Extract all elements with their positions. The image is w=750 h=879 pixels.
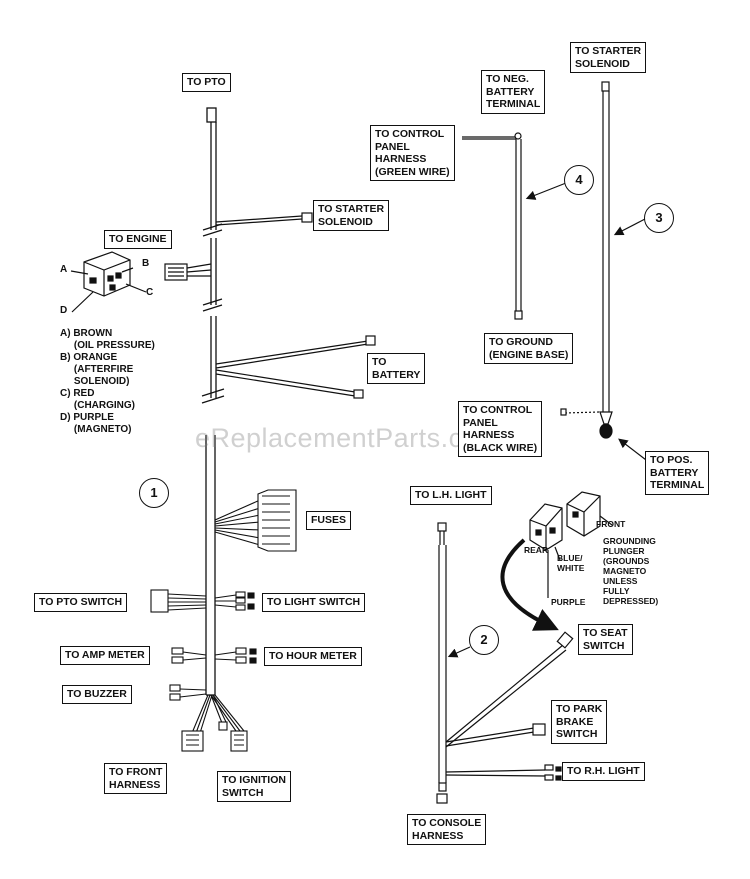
label-to-neg-battery: TO NEG. BATTERY TERMINAL: [481, 70, 546, 114]
pin-letter-a: A: [60, 264, 68, 275]
label-to-pto-switch: TO PTO SWITCH: [34, 593, 128, 612]
grounding-plunger-note: GROUNDING PLUNGER (GROUNDS MAGNETO UNLES…: [603, 536, 659, 606]
battery-cable: [560, 81, 651, 464]
label-fuses: FUSES: [306, 511, 352, 530]
label-blue-white: BLUE/ WHITE: [557, 553, 585, 573]
main-harness: [201, 107, 225, 696]
label-to-front-harness: TO FRONT HARNESS: [104, 763, 168, 794]
label-to-battery: TO BATTERY: [367, 353, 426, 384]
label-to-engine: TO ENGINE: [104, 230, 172, 249]
pin-letter-c: C: [146, 287, 154, 298]
label-to-park-brake: TO PARK BRAKE SWITCH: [551, 700, 608, 744]
label-to-starter-solenoid-cable: TO STARTER SOLENOID: [570, 42, 647, 73]
seat-switch-detail: [500, 491, 613, 631]
wire-color-key: A) BROWN (OIL PRESSURE) B) ORANGE (AFTER…: [60, 328, 155, 435]
label-to-console-harness: TO CONSOLE HARNESS: [407, 814, 487, 845]
label-to-light-switch: TO LIGHT SWITCH: [262, 593, 366, 612]
label-to-hour-meter: TO HOUR METER: [264, 647, 362, 666]
dash-harness: [436, 522, 574, 804]
callout-3: 3: [644, 203, 674, 233]
label-to-lh-light: TO L.H. LIGHT: [410, 486, 492, 505]
callout-4: 4: [564, 165, 594, 195]
engine-connector-drawing: [70, 251, 212, 313]
watermark: eReplacementParts.com: [195, 423, 502, 453]
switch-leads: [150, 589, 257, 701]
ground-strap: [462, 132, 567, 320]
bottom-leads: [181, 694, 248, 752]
pin-letter-d: D: [60, 305, 68, 316]
callout-2: 2: [469, 625, 499, 655]
label-to-pos-battery: TO POS. BATTERY TERMINAL: [645, 451, 710, 495]
callout-1: 1: [139, 478, 169, 508]
starter-lead: [215, 212, 313, 226]
label-to-pto: TO PTO: [182, 73, 231, 92]
fuse-block: [214, 489, 297, 552]
label-to-control-panel-black: TO CONTROL PANEL HARNESS (BLACK WIRE): [458, 401, 543, 457]
label-to-amp-meter: TO AMP METER: [60, 646, 150, 665]
label-to-seat-switch: TO SEAT SWITCH: [578, 624, 633, 655]
label-to-ground: TO GROUND (ENGINE BASE): [484, 333, 574, 364]
label-purple: PURPLE: [551, 597, 586, 607]
pto-connector: [206, 107, 217, 123]
battery-leads: [215, 335, 376, 399]
pin-letter-b: B: [142, 258, 150, 269]
label-to-control-panel-green: TO CONTROL PANEL HARNESS (GREEN WIRE): [370, 125, 455, 181]
label-front: FRONT: [596, 519, 626, 529]
label-rear: REAR: [524, 545, 549, 555]
label-to-starter-solenoid: TO STARTER SOLENOID: [313, 200, 390, 231]
label-to-rh-light: TO R.H. LIGHT: [562, 762, 645, 781]
label-to-ignition-switch: TO IGNITION SWITCH: [217, 771, 291, 802]
label-to-buzzer: TO BUZZER: [62, 685, 132, 704]
